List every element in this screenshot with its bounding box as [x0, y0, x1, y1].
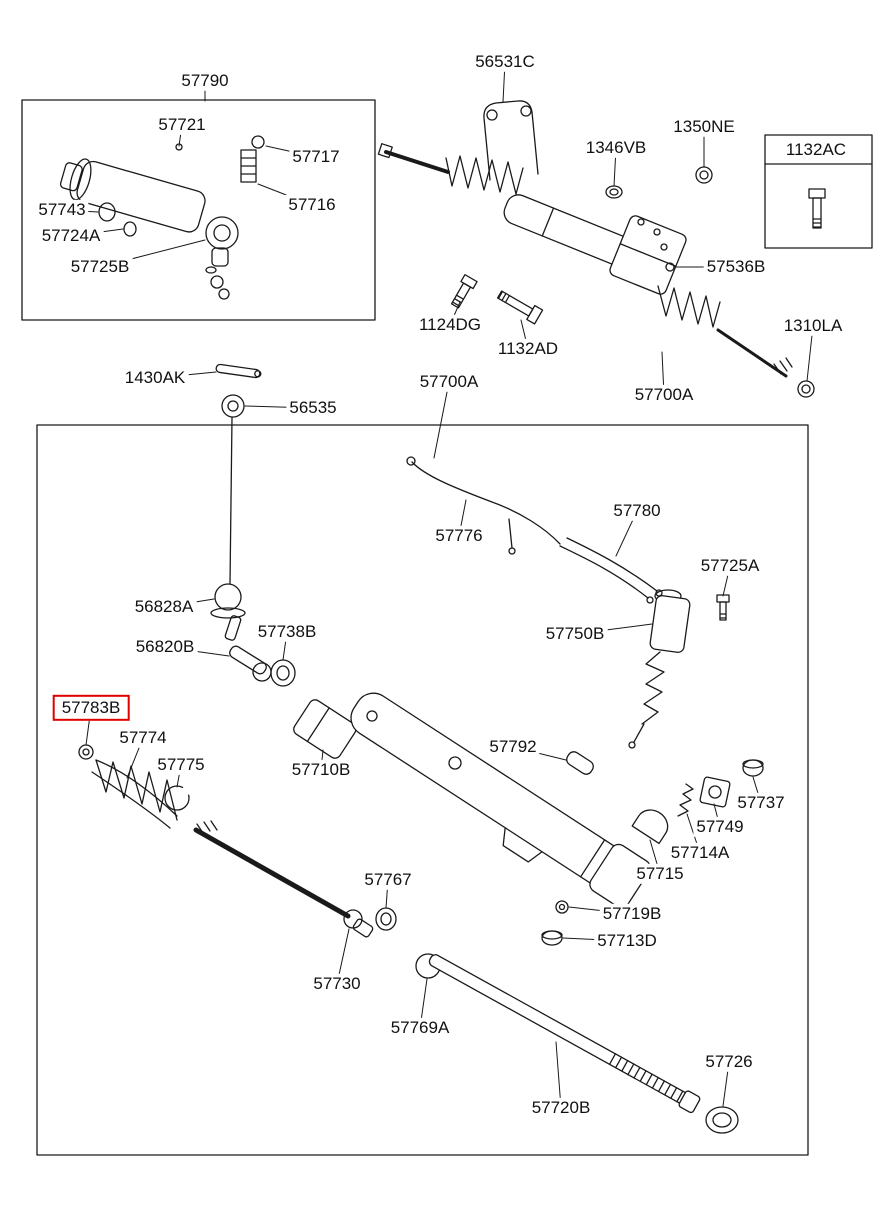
- valve-57750b: [649, 595, 691, 653]
- main-assembly-art: [78, 456, 764, 1134]
- part-label-57743[interactable]: 57743: [35, 199, 89, 221]
- part-label-57725b[interactable]: 57725B: [67, 256, 133, 278]
- spring-57714a: [677, 783, 694, 817]
- boot-57774: [95, 759, 178, 821]
- part-label-1132ad[interactable]: 1132AD: [494, 338, 562, 360]
- part-label-57792[interactable]: 57792: [486, 736, 540, 758]
- leader-line-57700a: [433, 381, 450, 459]
- bushing-57726: [705, 1106, 739, 1134]
- part-label-57700a[interactable]: 57700A: [416, 371, 482, 393]
- pipe-57780-a: [559, 545, 649, 599]
- bolt-1124dg: [450, 273, 478, 309]
- part-label-1310la[interactable]: 1310LA: [780, 315, 846, 337]
- steering-gear-assembly-art: [377, 100, 815, 398]
- ring-57717: [251, 135, 265, 149]
- tie-rod-end-1430ak: [215, 363, 262, 379]
- part-label-57783b-highlighted[interactable]: 57783B: [52, 694, 130, 722]
- part-label-57737[interactable]: 57737: [734, 792, 788, 814]
- part-label-57775[interactable]: 57775: [154, 754, 208, 776]
- main-assembly-box: [36, 424, 809, 1156]
- hardware-box-art: [764, 163, 873, 229]
- part-label-57730[interactable]: 57730: [310, 973, 364, 995]
- part-label-57767[interactable]: 57767: [361, 869, 415, 891]
- part-label-57713d[interactable]: 57713D: [594, 930, 660, 952]
- ring-57743: [98, 202, 116, 222]
- nut-57719b: [555, 900, 569, 914]
- plug-57536b: [665, 262, 675, 272]
- pipe-57776: [411, 461, 561, 545]
- part-label-57776[interactable]: 57776: [432, 525, 486, 547]
- sleeve-57710b: [293, 699, 357, 759]
- part-label-57738b[interactable]: 57738B: [254, 621, 320, 643]
- part-label-56820b[interactable]: 56820B: [132, 636, 198, 658]
- part-label-57719b[interactable]: 57719B: [599, 903, 665, 925]
- part-label-57750b[interactable]: 57750B: [542, 623, 608, 645]
- part-label-57774[interactable]: 57774: [116, 727, 170, 749]
- ring-57724a: [123, 221, 137, 237]
- part-label-57716[interactable]: 57716: [285, 194, 339, 216]
- part-label-1430ak[interactable]: 1430AK: [121, 367, 189, 389]
- part-label-57710b[interactable]: 57710B: [288, 759, 354, 781]
- part-label-56531c[interactable]: 56531C: [472, 51, 538, 73]
- bolt-1132ac: [808, 188, 826, 229]
- bushing-57792: [566, 751, 594, 775]
- hardware-box-1132ac: [764, 134, 873, 249]
- part-label-57749[interactable]: 57749: [693, 816, 747, 838]
- part-label-1132ac[interactable]: 1132AC: [782, 139, 850, 161]
- part-label-57700a[interactable]: 57700A: [631, 384, 697, 406]
- inner-tie-rod-57730: [193, 827, 351, 919]
- part-label-1350ne[interactable]: 1350NE: [670, 116, 738, 138]
- clamp-57715: [631, 809, 669, 845]
- part-label-57769a[interactable]: 57769A: [387, 1017, 453, 1039]
- part-label-1346vb[interactable]: 1346VB: [582, 137, 650, 159]
- part-label-57721[interactable]: 57721: [155, 114, 209, 136]
- leader-line-57720b: [555, 1041, 562, 1109]
- part-label-57726[interactable]: 57726: [702, 1051, 756, 1073]
- pipe-57780-b: [566, 537, 658, 592]
- valve-housing-art: [609, 215, 687, 295]
- sub-assembly-box-57790: [21, 99, 376, 321]
- part-label-57717[interactable]: 57717: [289, 146, 343, 168]
- part-label-1124dg[interactable]: 1124DG: [415, 314, 485, 336]
- ball-joint-56828a: [214, 583, 242, 611]
- middle-parts-art: [215, 363, 262, 585]
- bolt-1132ad: [496, 290, 544, 325]
- part-label-57536b[interactable]: 57536B: [703, 256, 769, 278]
- part-label-57725a[interactable]: 57725A: [697, 555, 763, 577]
- part-label-57720b[interactable]: 57720B: [528, 1097, 594, 1119]
- plate-57749: [699, 776, 731, 808]
- rod-end-56820b: [229, 645, 267, 675]
- part-label-57715[interactable]: 57715: [633, 863, 687, 885]
- mount-bracket-56531c: [483, 100, 539, 181]
- part-label-56535[interactable]: 56535: [286, 397, 340, 419]
- part-label-56828a[interactable]: 56828A: [131, 596, 197, 618]
- rack-shaft-57720b: [428, 954, 701, 1114]
- nut-1310la: [797, 380, 815, 398]
- boot-right-art: [657, 285, 721, 328]
- nut-56535: [221, 394, 245, 418]
- part-label-57724a[interactable]: 57724A: [38, 225, 104, 247]
- part-label-57780[interactable]: 57780: [610, 500, 664, 522]
- part-label-57790[interactable]: 57790: [178, 70, 232, 92]
- part-label-57714a[interactable]: 57714A: [667, 842, 733, 864]
